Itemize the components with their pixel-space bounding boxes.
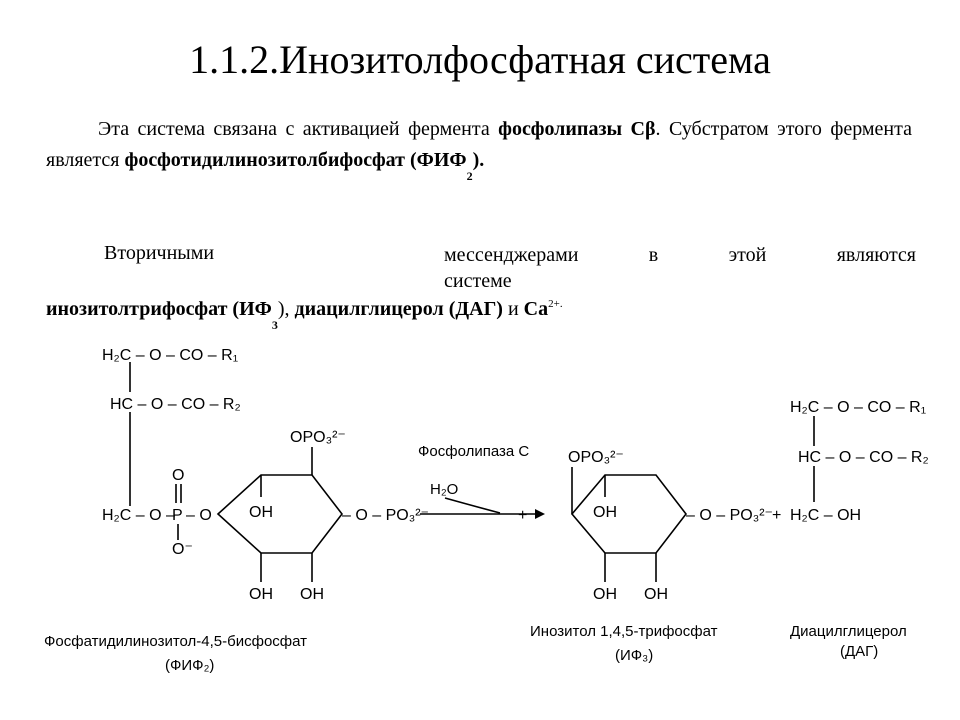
p3-ip3: инозитолтрифосфат (ИФ [46,298,272,320]
p1-substrate-sub: 2 [466,169,473,183]
p3-text-1: ), [277,298,295,320]
reaction-arrow-head [535,509,545,519]
paragraph-phospholipase: Эта система связана с активацией фермент… [46,114,912,183]
p3-ca-sup: 2+. [548,298,563,310]
enzyme-label: Фосфолипаза С [418,443,529,460]
dag-row3: H₂C – OH [790,507,861,524]
p3-ip3-sub: 3 [271,318,278,332]
pip2-abbreviation: (ФИФ₂) [165,657,214,674]
pip2-label: Фосфатидилинозитол-4,5-бисфосфат [44,633,307,650]
pip2-oh-bottom-2: OH [300,586,324,603]
phosphate-oxygen-bottom: O⁻ [172,541,193,558]
dag-abbreviation: (ДАГ) [840,643,878,660]
p3-dag: диацилглицерол (ДАГ) [294,298,503,320]
products-plus: + [772,507,781,524]
p3-text-2: и [502,298,524,320]
phosphate-oxygen-top: O [172,467,184,484]
pip2-glycerol-row2: HC – O – CO – R₂ [110,396,241,413]
p2-word-4: являются [836,244,916,266]
dag-label: Диацилглицерол [790,623,907,640]
ip3-inositol-ring [570,474,688,554]
ip3-label: Инозитол 1,4,5-трифосфат [530,623,718,640]
ip3-abbreviation: (ИФ₃) [615,647,653,664]
ip3-oh-inner: OH [593,504,617,521]
phosphate-atom: P [172,507,183,524]
pip2-o-po3-right: – O – PO₃²⁻ [342,507,429,524]
p1-enzyme: фосфолипазы Cβ [498,118,656,140]
p2-word-5: системе [444,270,512,292]
pip2-inositol-ring [216,474,344,554]
pip2-oh-inner: OH [249,504,273,521]
slide-title: 1.1.2.Инозитолфосфатная система [189,37,771,82]
paragraph-second-messengers: инозитолтрифосфат (ИФ3), диацилглицерол … [46,298,563,332]
dag-row2: HC – O – CO – R₂ [798,449,929,466]
pip2-glycerol-row3: H₂C – O – [102,507,175,524]
pip2-opo3-top: OPO₃²⁻ [290,429,346,446]
p3-ca: Ca [523,298,549,320]
paragraph-messengers: мессенджерами в этой являются системе [444,242,916,294]
p1-text-2: . Субстратом этого фермента является [46,118,912,171]
p2-word-2: в [648,244,659,266]
p2-word-1: мессенджерами [444,244,579,266]
ip3-o-po3-right: – O – PO₃²⁻ [686,507,773,524]
ip3-opo3-top: OPO₃²⁻ [568,449,624,466]
ip3-oh-bottom-1: OH [593,586,617,603]
pip2-glycerol-row1: H₂C – O – CO – R₁ [102,347,238,364]
water-arrow [444,497,501,514]
dag-row1: H₂C – O – CO – R₁ [790,399,926,416]
p2-word-vtorichnymi: Вторичными [104,242,215,264]
p1-text-1: Эта система связана с активацией фермент… [98,118,499,140]
phosphate-oxygen-right: – O [186,507,212,524]
pip2-oh-bottom-1: OH [249,586,273,603]
p1-substrate-end: ). [472,149,485,171]
p1-substrate: фосфотидилинозитолбифосфат (ФИФ [124,149,467,171]
p2-word-3: этой [728,244,767,266]
arrow-plus: + [518,507,527,524]
ip3-oh-bottom-2: OH [644,586,668,603]
water-label: H₂O [430,481,458,498]
